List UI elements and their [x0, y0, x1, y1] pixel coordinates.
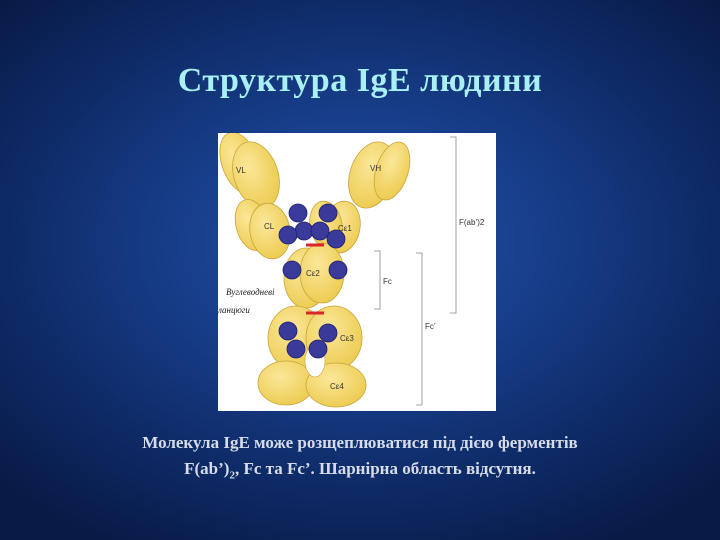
- vl-label: VL: [236, 166, 246, 175]
- ce2-label: Cε2: [306, 269, 320, 278]
- fc-prime-bracket: [416, 252, 423, 406]
- caption-line-2: F(ab’)2, Fc та Fc’. Шарнірна область від…: [40, 456, 680, 488]
- vh-label: VH: [370, 164, 381, 173]
- carbohydrate-dot: [308, 339, 328, 359]
- ige-structure-diagram: VL VH CL Cε1 Cε2 Cε3 Cε4 Вуглеводневі ла…: [218, 133, 496, 411]
- ige-diagram-svg: VL VH CL Cε1 Cε2 Cε3 Cε4 Вуглеводневі ла…: [218, 133, 485, 408]
- vh-domain-outer: [373, 141, 411, 201]
- carbohydrate-dot: [288, 203, 308, 223]
- carbohydrate-label-line2: ланцюги: [218, 305, 250, 315]
- caption-rest-text: , Fc та Fc’. Шарнірна область відсутня.: [234, 459, 536, 478]
- ce3-label: Cε3: [340, 334, 354, 343]
- ce1-label: Cε1: [338, 224, 352, 233]
- carbohydrate-dot: [282, 260, 302, 280]
- caption-fab-subscript: 2: [229, 469, 235, 482]
- carbohydrate-label-line1: Вуглеводневі: [226, 287, 275, 297]
- carbohydrate-dot: [278, 321, 298, 341]
- slide-title: Структура IgE людини: [177, 62, 543, 99]
- fc-label: Fc: [383, 277, 392, 286]
- carbohydrate-dot: [326, 229, 346, 249]
- carbohydrate-dot: [294, 221, 314, 241]
- caption-line-1: Молекула IgE може розщеплюватися під діє…: [142, 433, 578, 452]
- fab-bracket: [450, 136, 457, 314]
- caption-fab-text: F(ab’): [184, 459, 230, 478]
- fab-label: F(ab’)2: [459, 218, 485, 227]
- carbohydrate-dot: [310, 221, 330, 241]
- fc-prime-label: Fc’: [425, 322, 436, 331]
- fc-bracket: [374, 250, 381, 310]
- slide-caption: Молекула IgE може розщеплюватися під діє…: [40, 430, 680, 488]
- carbohydrate-dot: [328, 260, 348, 280]
- carbohydrate-dot: [278, 225, 298, 245]
- carbohydrate-dot: [318, 323, 338, 343]
- ce4-label: Cε4: [330, 382, 344, 391]
- carbohydrate-dot: [286, 339, 306, 359]
- carbohydrate-dot: [318, 203, 338, 223]
- cl-label: CL: [264, 222, 275, 231]
